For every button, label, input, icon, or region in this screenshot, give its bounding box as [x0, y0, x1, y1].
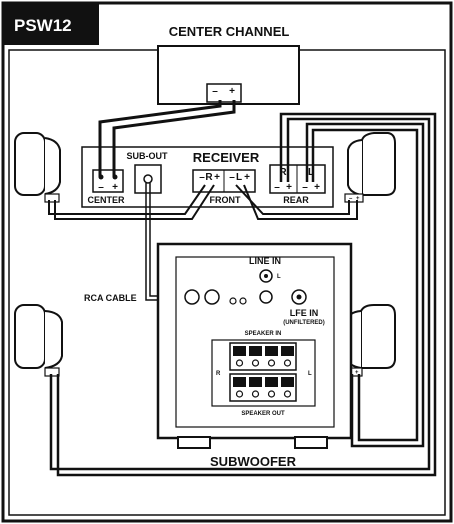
center-channel-minus-label: – — [212, 86, 218, 97]
speaker-in-label: SPEAKER IN — [245, 331, 282, 337]
speaker-in-terminals — [229, 342, 297, 371]
receiver-center-label: CENTER — [87, 195, 125, 205]
model-tag-box — [3, 3, 99, 45]
rear-left-speaker — [14, 304, 63, 377]
front-l-plus-label: + — [244, 172, 250, 183]
front-l-minus-label: – — [229, 172, 235, 183]
center-channel-terminal-block — [206, 83, 242, 103]
control-knob-2 — [204, 289, 220, 305]
center-channel-wire — [98, 100, 236, 177]
receiver-rear-label: REAR — [283, 195, 309, 205]
receiver-label: RECEIVER — [193, 150, 260, 165]
lfe-in-jack-center — [296, 294, 302, 300]
receiver-front-label: FRONT — [210, 195, 241, 205]
line-in-l-label: L — [277, 274, 281, 280]
front-r-label: R — [205, 172, 213, 183]
switch-1 — [229, 297, 237, 305]
speaker-panel-r-label: R — [216, 371, 221, 377]
subwoofer-label: SUBWOOFER — [210, 454, 297, 469]
center-channel-label: CENTER CHANNEL — [169, 24, 290, 39]
rear-l-minus-label: – — [302, 182, 308, 193]
center-channel-speaker — [157, 45, 300, 105]
lfe-in-label: LFE IN — [290, 308, 319, 318]
speaker-out-label: SPEAKER OUT — [241, 411, 285, 417]
line-in-jack-center — [264, 274, 268, 278]
line-in-label: LINE IN — [249, 256, 281, 266]
receiver-center-minus-label: – — [98, 182, 104, 193]
sub-out-label: SUB-OUT — [127, 151, 168, 161]
switch-2 — [239, 297, 247, 305]
front-right-speaker-plus: + — [356, 196, 360, 202]
front-right-speaker-minus: – — [349, 196, 353, 202]
unfiltered-label: (UNFILTERED) — [283, 320, 325, 326]
rca-cable-label: RCA CABLE — [84, 293, 137, 303]
front-r-plus-label: + — [214, 172, 220, 183]
front-left-speaker-wire — [48, 184, 215, 220]
front-l-label: L — [236, 172, 242, 183]
center-channel-plus-label: + — [229, 86, 235, 97]
front-r-minus-label: – — [199, 172, 205, 183]
front-right-speaker-wire — [235, 184, 358, 220]
rear-r-minus-label: – — [274, 182, 280, 193]
control-knob-1 — [184, 289, 200, 305]
rear-l-plus-label: + — [314, 182, 320, 193]
line-in-r-jack — [259, 290, 273, 304]
model-tag: PSW12 — [14, 16, 72, 35]
front-left-speaker — [14, 132, 61, 203]
sub-out-jack — [143, 174, 153, 184]
speaker-out-terminals — [229, 373, 297, 402]
front-right-speaker: – + — [344, 132, 396, 203]
receiver-center-plus-label: + — [112, 182, 118, 193]
rear-l-label: L — [308, 167, 314, 178]
rear-right-speaker-plus: + — [355, 370, 359, 376]
rear-r-plus-label: + — [286, 182, 292, 193]
speaker-panel-l-label: L — [308, 371, 312, 377]
rear-r-label: R — [279, 167, 287, 178]
